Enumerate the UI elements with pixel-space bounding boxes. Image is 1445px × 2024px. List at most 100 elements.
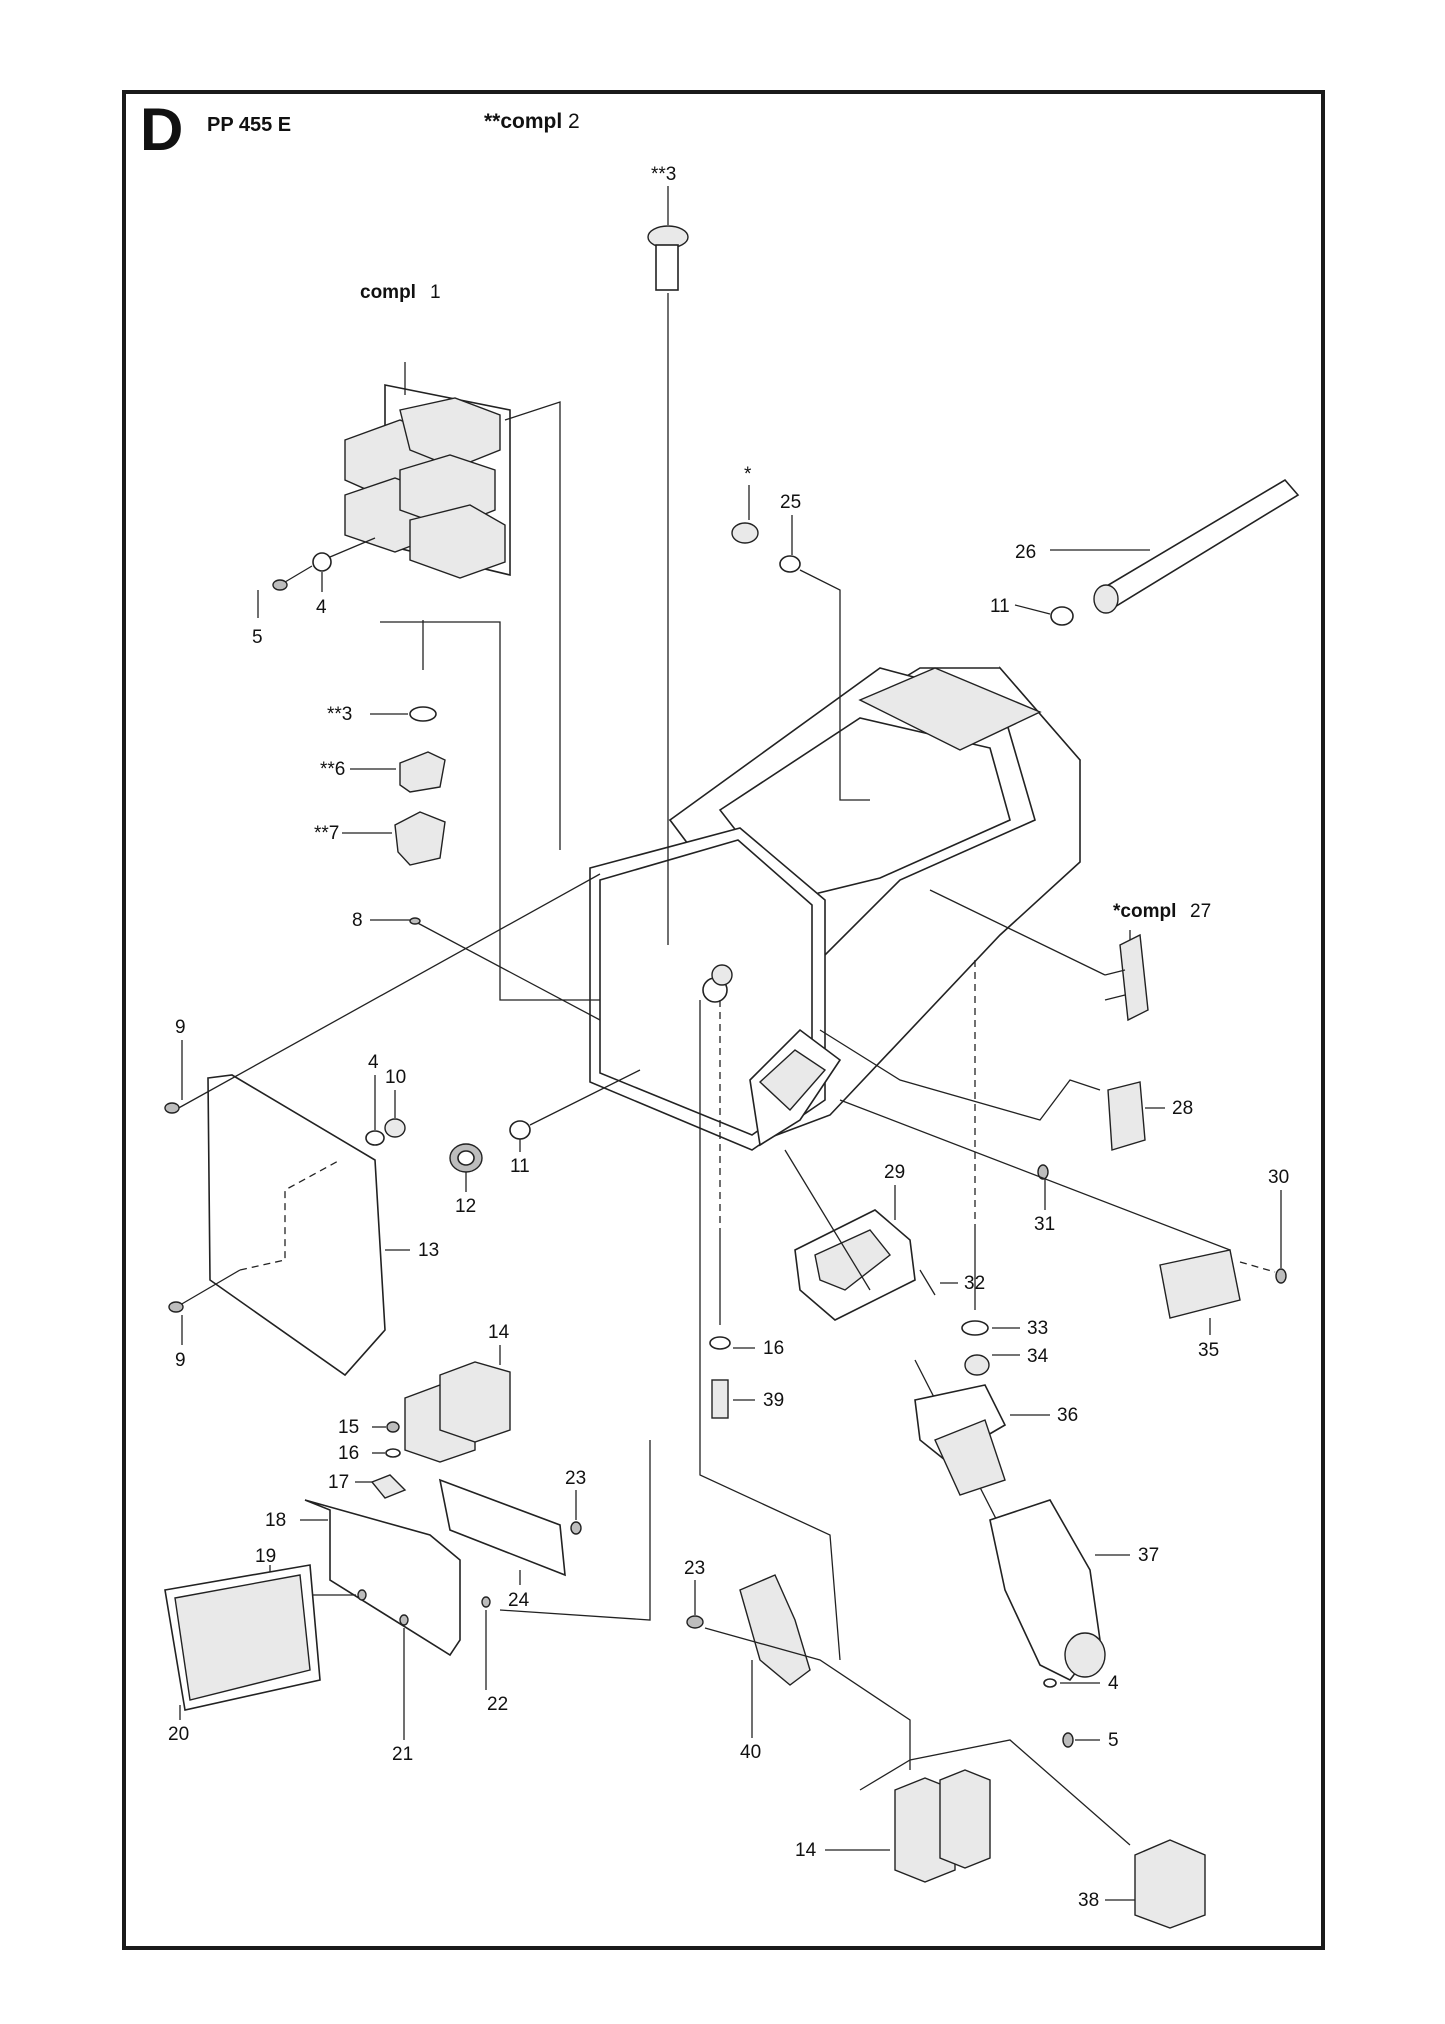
washer-4-top — [312, 552, 332, 572]
part-28-body — [1107, 1081, 1146, 1151]
plug-axis-upper — [784, 1149, 871, 1291]
callout-20: 20 — [168, 1724, 189, 1745]
bracket-40-body — [739, 1574, 811, 1686]
bracket-27-axis — [929, 889, 1106, 976]
nut-star-washer-25 — [731, 485, 870, 801]
callout-39: 39 — [763, 1390, 784, 1411]
breaker-14-top-2 — [439, 1361, 511, 1443]
callout-star: * — [744, 464, 752, 485]
callout-34: 34 — [1027, 1346, 1049, 1367]
bracket-27-pin-2 — [1104, 994, 1126, 1001]
callout-9-top: 9 — [175, 1017, 186, 1038]
part-28 — [819, 1029, 1165, 1151]
callout-8: 8 — [352, 910, 363, 931]
washer-33 — [961, 1320, 989, 1336]
screw-30 — [1275, 1268, 1287, 1284]
washer-33-plug-34 — [961, 960, 1020, 1376]
nut-star — [731, 522, 759, 544]
bracket-27-pin-1 — [1104, 969, 1126, 976]
gland-12-hole — [457, 1150, 475, 1166]
screw-5-top-head — [272, 579, 288, 591]
washer-4-nut-10 — [365, 1075, 406, 1146]
washer-11-top — [1050, 606, 1074, 626]
screw-21 — [399, 1614, 409, 1626]
nut-15 — [386, 1421, 400, 1433]
housing-top-plate — [858, 667, 1042, 751]
callout-32: 32 — [964, 1273, 985, 1294]
bracket-18 — [304, 1499, 461, 1657]
tube-26-thread — [1093, 584, 1119, 614]
callout-4-bottom: 4 — [1108, 1673, 1119, 1694]
cover-top-axis — [174, 873, 601, 1111]
washer-3-mid — [409, 706, 437, 722]
washer-25 — [779, 555, 801, 573]
callout-10: 10 — [385, 1067, 406, 1088]
section-letter: D — [140, 96, 184, 163]
bracket-27-body — [1119, 933, 1149, 1022]
gland-axis — [529, 1069, 641, 1126]
clip-17 — [370, 1474, 407, 1499]
pin-8-shape — [409, 917, 421, 925]
callout-18: 18 — [265, 1510, 286, 1531]
callout-30: 30 — [1268, 1167, 1289, 1188]
callout-16-mid: 16 — [763, 1338, 784, 1359]
washer-16-left — [385, 1448, 401, 1458]
washer-25-link — [799, 569, 870, 801]
callout-17: 17 — [328, 1472, 349, 1493]
stack-link-line — [380, 621, 600, 1001]
callout-25: 25 — [780, 492, 801, 513]
callout-36: 36 — [1057, 1405, 1078, 1426]
relay-5 — [409, 504, 506, 579]
lower-left-assembly — [164, 1345, 651, 1740]
callout-35: 35 — [1198, 1340, 1219, 1361]
screw-19 — [357, 1589, 367, 1601]
callout-labels: **3 compl 1 * 25 26 11 5 4 **3 **6 **7 8… — [168, 164, 1289, 1911]
callout-11-top: 11 — [990, 596, 1010, 617]
screw-9-bottom — [168, 1301, 184, 1313]
breakers-link — [859, 1739, 1131, 1846]
nut-10 — [384, 1118, 406, 1138]
washer-11-mid — [509, 1120, 531, 1140]
callout-16-left: 16 — [338, 1443, 359, 1464]
screw-22 — [481, 1596, 491, 1608]
callout-40: 40 — [740, 1742, 761, 1763]
callout-13: 13 — [418, 1240, 439, 1261]
callout-22: 22 — [487, 1694, 508, 1715]
screw-5-top-axis — [329, 537, 376, 558]
pin-8 — [370, 917, 601, 1021]
grille-20-mesh — [174, 1574, 311, 1701]
callout-4-mid: 4 — [368, 1052, 379, 1073]
screw-22-link — [499, 1440, 651, 1621]
callout-24: 24 — [508, 1590, 530, 1611]
part-6 — [399, 751, 446, 793]
breaker-14-bottom-2 — [939, 1769, 991, 1869]
housing-bottom-opening — [758, 1049, 827, 1112]
callout-3-mid: **3 — [327, 704, 352, 725]
connector-37-gland — [1064, 1632, 1106, 1678]
callout-29: 29 — [884, 1162, 905, 1183]
cover-24 — [438, 1478, 566, 1577]
bracket-40-link — [704, 1627, 911, 1770]
callout-21: 21 — [392, 1744, 413, 1765]
screw-23-top — [570, 1521, 582, 1535]
callout-11-mid: 11 — [510, 1156, 530, 1177]
part-7 — [394, 811, 446, 866]
lower-right-breakers — [825, 1739, 1206, 1929]
plug-3-top — [647, 186, 689, 945]
screw-9-top — [164, 1102, 180, 1114]
cover-bottom-axis — [179, 1269, 241, 1306]
tube-26 — [1014, 478, 1300, 626]
callout-23-mid: 23 — [684, 1558, 705, 1579]
callout-compl-1-word: compl — [360, 282, 416, 303]
washer-4-mid — [365, 1130, 385, 1146]
switch-stack — [342, 620, 600, 1001]
callout-4-top: 4 — [316, 597, 327, 618]
screw-5-bottom — [1062, 1732, 1074, 1748]
callout-15: 15 — [338, 1417, 359, 1438]
plug-34 — [964, 1354, 990, 1376]
main-housing — [589, 666, 1081, 1151]
cover-plate-13 — [164, 873, 601, 1377]
part-35 — [1159, 1249, 1276, 1335]
leader-11-top — [1014, 604, 1051, 615]
callout-14-top: 14 — [488, 1322, 510, 1343]
